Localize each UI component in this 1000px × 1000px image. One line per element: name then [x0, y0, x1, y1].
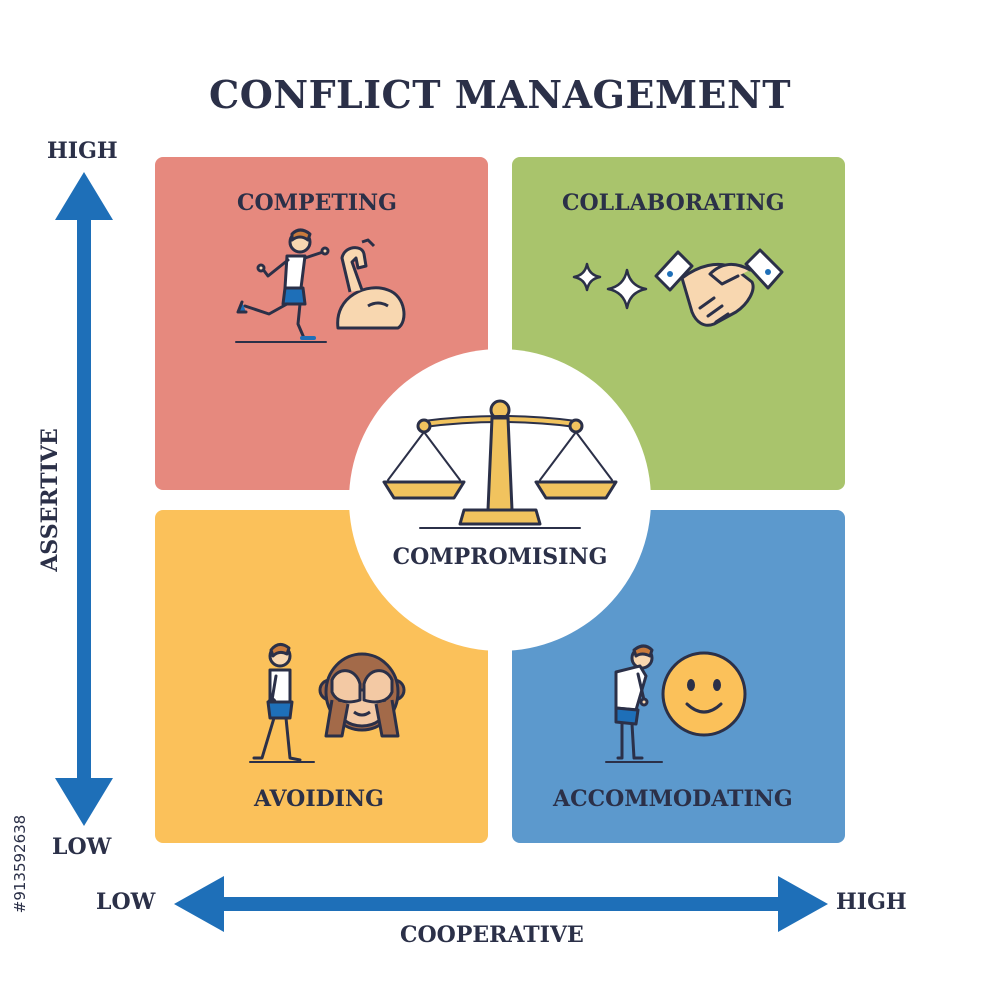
y-axis-high-label: HIGH	[47, 138, 118, 164]
x-axis-title: COOPERATIVE	[400, 922, 584, 948]
bowing-person-icon	[605, 644, 663, 763]
x-axis-high-label: HIGH	[836, 889, 907, 915]
accommodating-label: ACCOMMODATING	[553, 786, 793, 812]
handshake-icon	[654, 248, 784, 327]
avoiding-label: AVOIDING	[254, 786, 384, 812]
sparkle-icon	[572, 262, 648, 310]
walking-person-icon	[249, 643, 315, 763]
running-person-icon	[235, 228, 330, 343]
smiley-face-icon	[661, 651, 747, 737]
y-axis-low-label: LOW	[52, 834, 112, 860]
competing-label: COMPETING	[237, 190, 397, 216]
compromising-label: COMPROMISING	[392, 544, 608, 570]
collaborating-label: COLLABORATING	[562, 190, 785, 216]
x-axis-low-label: LOW	[96, 889, 156, 915]
cooperative-axis-arrow	[174, 876, 828, 932]
balance-scale-icon	[382, 399, 618, 529]
watermark-text: #913592638	[11, 814, 29, 914]
covered-eyes-monkey-icon	[318, 652, 406, 738]
watermark-id: #913592638	[10, 760, 32, 970]
page-title: CONFLICT MANAGEMENT	[208, 72, 792, 117]
y-axis-title: ASSERTIVE	[37, 428, 63, 572]
flexed-bicep-icon	[336, 238, 406, 330]
assertive-axis-arrow	[55, 172, 113, 826]
